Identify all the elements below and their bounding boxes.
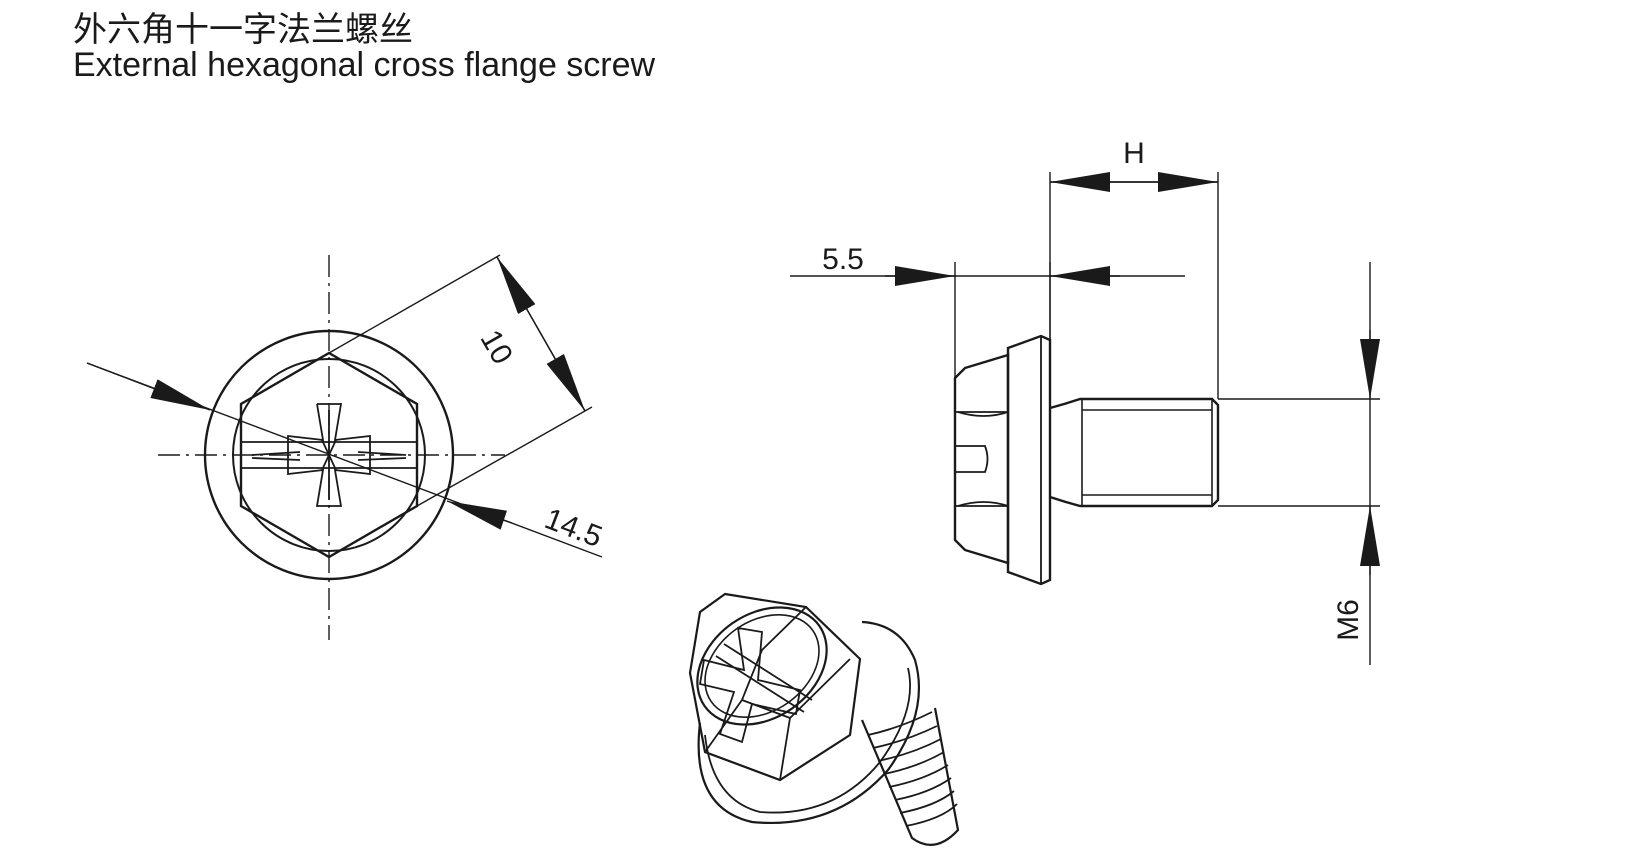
iso-flange xyxy=(697,620,921,824)
washer-ring xyxy=(232,358,426,552)
side-flange xyxy=(1006,334,1052,586)
dim-label-10: 10 xyxy=(474,325,519,370)
flat-arrow-upper xyxy=(496,256,542,335)
title-block: 外六角十一字法兰螺丝 External hexagonal cross flan… xyxy=(73,10,655,84)
hex-head-outline xyxy=(953,353,1010,565)
dim-label-h: H xyxy=(1123,137,1145,170)
flange-arrow-lower xyxy=(446,500,513,530)
flat-extension-lower xyxy=(416,406,593,507)
title-english: External hexagonal cross flange screw xyxy=(73,46,656,84)
hexagon-outline xyxy=(239,351,419,559)
shank-outline xyxy=(1049,397,1220,508)
iso-top-ring xyxy=(696,606,828,726)
isometric-view xyxy=(688,592,960,846)
cross-recess xyxy=(287,403,371,507)
dim-label-5-5: 5.5 xyxy=(822,243,864,276)
dim-label-m6: M6 xyxy=(1332,599,1365,641)
flat-extension-upper xyxy=(328,254,501,354)
top-view xyxy=(86,254,603,640)
flat-arrow-lower xyxy=(540,333,586,412)
iso-threads xyxy=(867,711,958,827)
title-chinese: 外六角十一字法兰螺丝 xyxy=(73,10,413,50)
side-view xyxy=(790,172,1380,665)
flange-arrow-upper xyxy=(86,362,211,411)
iso-shank-outline xyxy=(860,707,960,846)
side-slot xyxy=(955,445,989,473)
flange-outline xyxy=(203,329,455,581)
hex-head-arcs xyxy=(957,411,1009,507)
iso-slot-cross xyxy=(698,626,813,744)
